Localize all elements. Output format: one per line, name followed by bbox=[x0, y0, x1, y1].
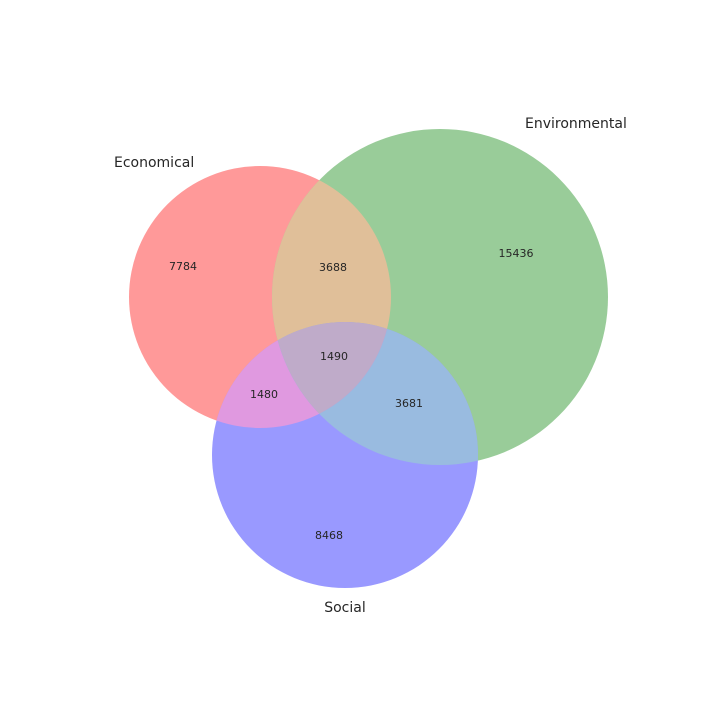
economical-environmental-count: 3688 bbox=[319, 261, 347, 274]
environmental-only-count: 15436 bbox=[499, 247, 534, 260]
environmental-social-count: 3681 bbox=[395, 397, 423, 410]
economical-only-count: 7784 bbox=[169, 260, 197, 273]
all-three-count: 1490 bbox=[320, 350, 348, 363]
environmental-set-label: Environmental bbox=[525, 116, 627, 132]
economical-set-label: Economical bbox=[114, 155, 194, 171]
social-only-count: 8468 bbox=[315, 529, 343, 542]
economical-social-overlap bbox=[212, 322, 391, 428]
economical-social-count: 1480 bbox=[250, 388, 278, 401]
social-set-label: Social bbox=[324, 600, 366, 616]
